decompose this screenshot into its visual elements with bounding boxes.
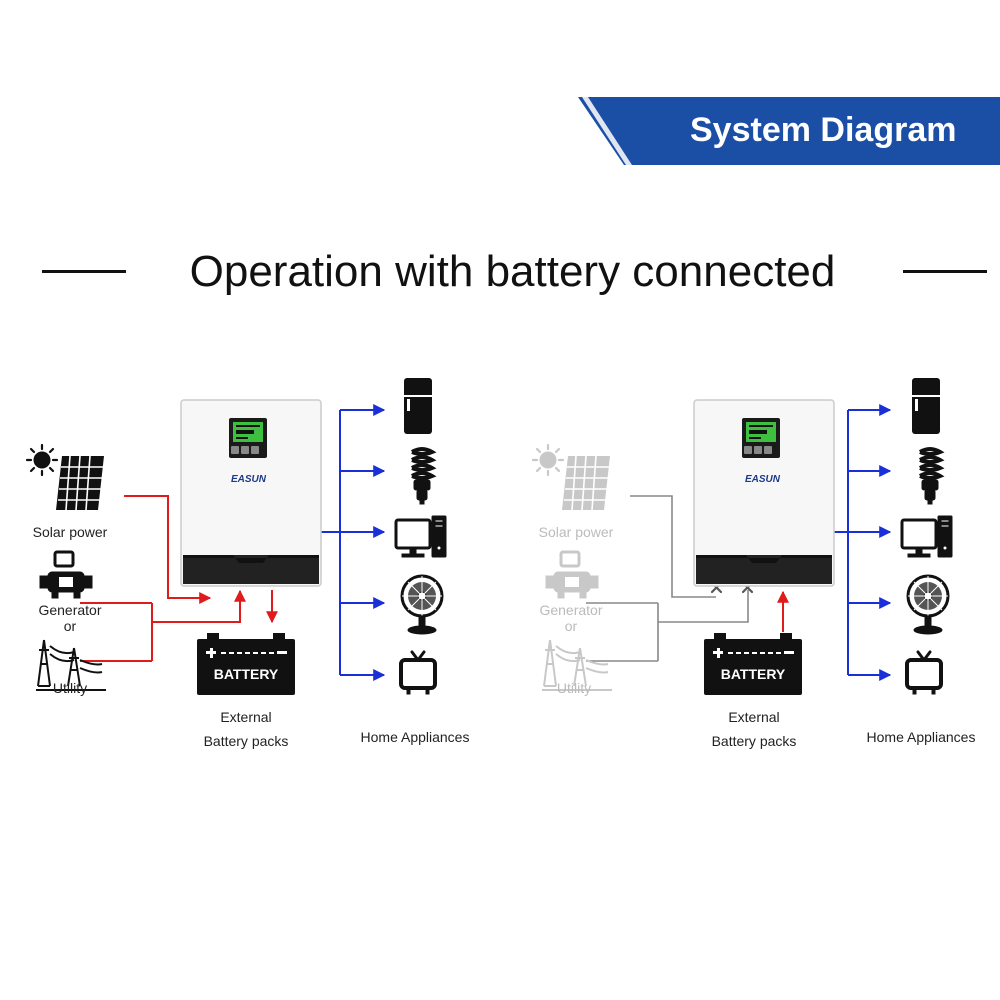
left-bulb-icon bbox=[410, 447, 434, 506]
right-battery-caption-2: Battery packs bbox=[711, 733, 797, 749]
left-ac-wires bbox=[80, 495, 278, 662]
right-inverter-brand: EASUN bbox=[745, 474, 781, 485]
left-generator-icon bbox=[38, 550, 94, 600]
headline-rule-left bbox=[42, 270, 126, 273]
right-load-wires bbox=[832, 404, 892, 681]
right-utility-label: Utility bbox=[556, 680, 592, 696]
right-solar-panel-icon bbox=[561, 455, 611, 511]
left-battery-icon: BATTERY bbox=[197, 633, 295, 695]
left-battery-caption-2: Battery packs bbox=[203, 733, 289, 749]
left-load-wires bbox=[320, 404, 386, 681]
right-battery-label: BATTERY bbox=[721, 666, 786, 682]
left-tv-icon bbox=[399, 650, 437, 696]
left-fridge-icon bbox=[403, 377, 433, 435]
left-solar-label: Solar power bbox=[32, 524, 108, 540]
left-generator-label: Generator bbox=[38, 602, 102, 618]
right-grey-wires bbox=[586, 495, 749, 662]
right-appliances-caption: Home Appliances bbox=[866, 729, 976, 745]
banner-title: System Diagram bbox=[690, 111, 957, 149]
panel-right: EASUN BATTERY bbox=[531, 377, 954, 696]
left-solar-panel-icon bbox=[55, 455, 105, 511]
title-banner bbox=[578, 97, 1000, 165]
left-battery-label: BATTERY bbox=[214, 666, 279, 682]
right-battery-caption-1: External bbox=[728, 709, 780, 725]
left-inverter: EASUN bbox=[180, 399, 322, 587]
right-sun-icon bbox=[531, 443, 565, 477]
right-bulb-icon bbox=[918, 447, 942, 506]
right-battery-icon: BATTERY bbox=[704, 633, 802, 695]
right-or-label: or bbox=[564, 618, 578, 634]
headline: Operation with battery connected bbox=[189, 247, 836, 296]
left-fan-icon bbox=[400, 574, 444, 636]
right-fan-icon bbox=[906, 574, 950, 636]
left-computer-icon bbox=[394, 514, 448, 559]
left-utility-label: Utility bbox=[52, 680, 88, 696]
right-generator-icon bbox=[544, 550, 600, 600]
left-appliances-caption: Home Appliances bbox=[360, 729, 470, 745]
right-tv-icon bbox=[905, 650, 943, 696]
left-sun-icon bbox=[25, 443, 59, 477]
panel-left: EASUN BATTERY bbox=[25, 377, 448, 696]
right-computer-icon bbox=[900, 514, 954, 559]
left-battery-caption-1: External bbox=[220, 709, 272, 725]
left-inverter-brand: EASUN bbox=[231, 474, 267, 485]
headline-rule-right bbox=[903, 270, 987, 273]
right-inverter: EASUN bbox=[693, 399, 835, 587]
left-or-label: or bbox=[63, 618, 77, 634]
right-fridge-icon bbox=[911, 377, 941, 435]
right-generator-label: Generator bbox=[539, 602, 603, 618]
right-solar-label: Solar power bbox=[538, 524, 614, 540]
